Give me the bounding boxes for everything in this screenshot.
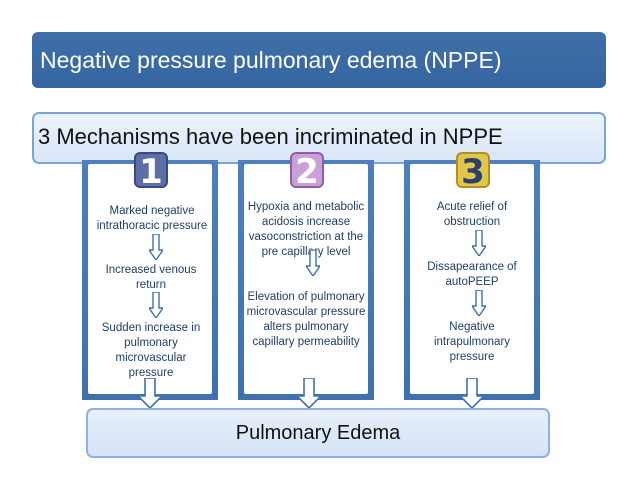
mechanism-3-step-3: Negative intrapulmonary pressure (433, 321, 511, 363)
mechanism-2-step-2: Elevation of pulmonary microvascular pre… (246, 291, 366, 348)
down-arrow-icon (149, 292, 163, 318)
number-1-badge: 1 (134, 152, 168, 190)
slide-title: Negative pressure pulmonary edema (NPPE) (32, 32, 606, 88)
mechanism-3-step-1: Acute relief of obstruction (436, 201, 508, 228)
mechanism-column-2: Hypoxia and metabolic acidosis increase … (238, 160, 374, 400)
down-arrow-icon (149, 234, 163, 260)
down-arrow-icon (297, 378, 321, 408)
result-box: Pulmonary Edema (86, 408, 550, 458)
down-arrow-icon (472, 230, 486, 256)
mechanism-1-step-2: Increased venous return (105, 264, 197, 291)
down-arrow-icon (460, 378, 484, 408)
down-arrow-icon (138, 378, 162, 408)
mechanism-column-1: Marked negative intrathoracic pressure I… (82, 160, 218, 400)
mechanism-1-step-1: Marked negative intrathoracic pressure (96, 205, 208, 232)
down-arrow-icon (472, 290, 486, 316)
mechanism-1-step-3: Sudden increase in pulmonary microvascul… (101, 322, 201, 379)
mechanism-3-step-2: Dissapearance of autoPEEP (427, 261, 517, 288)
mechanism-2-step-1: Hypoxia and metabolic acidosis increase … (247, 201, 365, 258)
number-3-badge: 3 (456, 152, 490, 190)
number-2-badge: 2 (290, 152, 324, 190)
down-arrow-icon (306, 250, 320, 276)
mechanism-column-3: Acute relief of obstruction Dissapearanc… (404, 160, 540, 400)
